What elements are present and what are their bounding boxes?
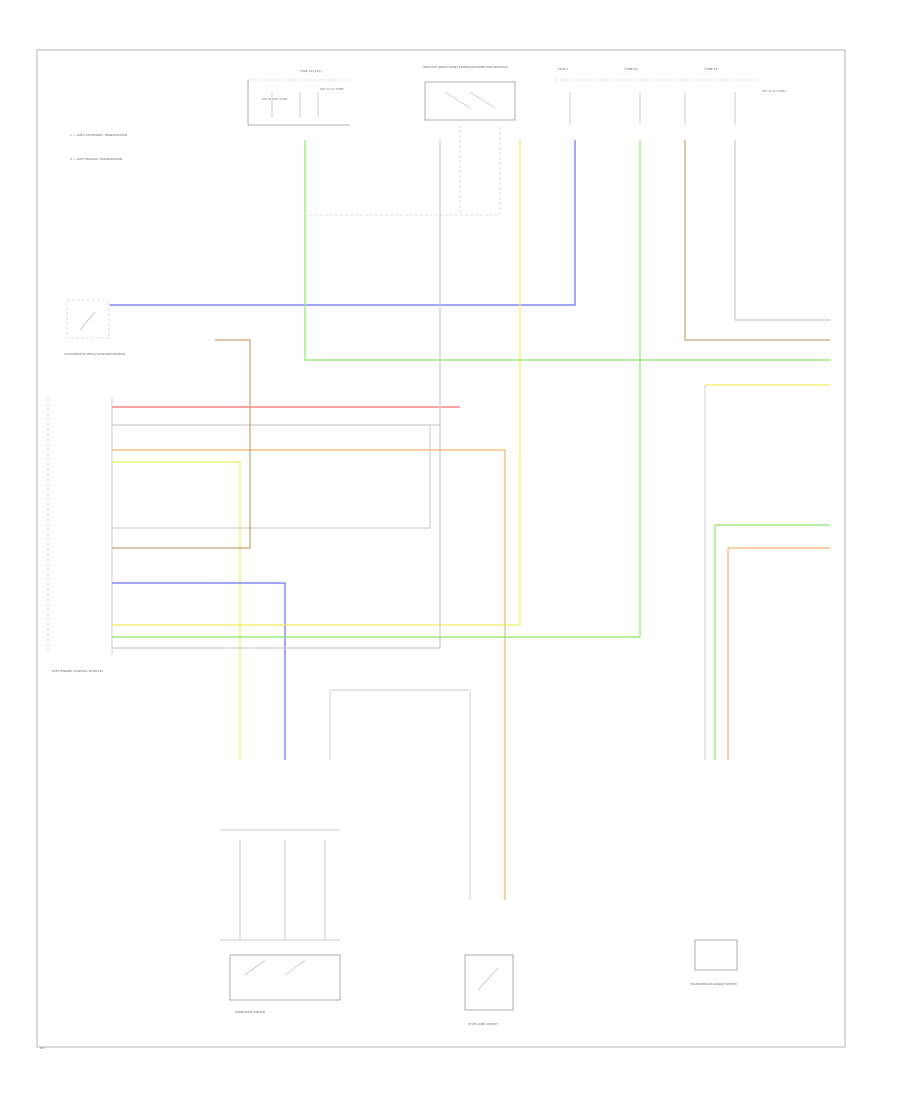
fuse-mid1-label: FUSE 7: [558, 67, 569, 71]
fuse-right-label: FUSE 45: [705, 67, 718, 71]
wire-gray-ecm2: [112, 425, 431, 529]
wire-white: [734, 140, 830, 321]
wire-orange-ecm: [112, 449, 506, 900]
wire-stop-lamp: [329, 689, 471, 900]
wire-brown-ecm: [112, 339, 251, 549]
wires: [110, 140, 830, 900]
trans-range-switch: TRANSMISSION RANGE SWITCH: [689, 939, 738, 986]
wire-yellow-ecm: [112, 461, 241, 760]
fuse-right-note: HOT AT ALL TIMES: [762, 89, 786, 93]
ipdm-box: IPDM E/R (INTELLIGENT POWER DISTRIBUTION…: [423, 65, 516, 121]
wire-brown: [684, 140, 830, 341]
trans-range-label: TRANSMISSION RANGE SWITCH: [689, 982, 737, 986]
wire-green-top: [304, 140, 830, 361]
wire-yellow-ecm2: [112, 140, 521, 626]
fuse-box-mid: FUSE 7 FUSE 40 FUSE 45 HOT AT ALL TIMES: [555, 67, 786, 125]
wire-blue-ecm: [112, 582, 286, 760]
accel-sensor-label: ACCELERATOR PEDAL POSITION SENSOR: [64, 352, 125, 356]
stop-lamp-switch: STOP LAMP SWITCH: [464, 954, 514, 1026]
dashed-link-1: [305, 125, 501, 216]
wire-green-right: [714, 524, 830, 760]
footer-code: A3: [40, 1046, 44, 1050]
wire-blue-top: [110, 140, 576, 306]
wire-green-ecm: [112, 140, 641, 638]
ipdm-label: IPDM E/R (INTELLIGENT POWER DISTRIBUTION…: [423, 65, 508, 69]
fuse-box-left-note2: HOT IN RUN, START: [262, 97, 288, 101]
legend-item-1: 1 — WITH AUTOMATIC TRANSMISSION: [70, 133, 127, 137]
accel-sensor: ACCELERATOR PEDAL POSITION SENSOR: [64, 299, 125, 356]
overdrive-switch: OVERDRIVE SWITCH: [220, 829, 341, 1014]
legend: 1 — WITH AUTOMATIC TRANSMISSION 2 — WITH…: [70, 133, 127, 161]
legend-item-2: 2 — WITH MANUAL TRANSMISSION: [70, 157, 122, 161]
diagram-frame: [36, 49, 846, 1048]
fuse-box-left-note: HOT AT ALL TIMES: [320, 87, 344, 91]
fuse-box-left: FUSE 10 (15A) HOT AT ALL TIMES HOT IN RU…: [247, 69, 350, 126]
wire-gray-ecm3: [112, 140, 441, 649]
ecm-label: ECM (ENGINE CONTROL MODULE): [52, 669, 103, 673]
wire-orange-right: [727, 547, 830, 760]
fuse-mid2-label: FUSE 40: [625, 67, 638, 71]
fuse-box-left-label: FUSE 10 (15A): [300, 69, 322, 73]
ecm-connector: ECM (ENGINE CONTROL MODULE): [47, 398, 113, 673]
stop-lamp-switch-label: STOP LAMP SWITCH: [468, 1022, 498, 1026]
overdrive-switch-label: OVERDRIVE SWITCH: [235, 1010, 265, 1014]
